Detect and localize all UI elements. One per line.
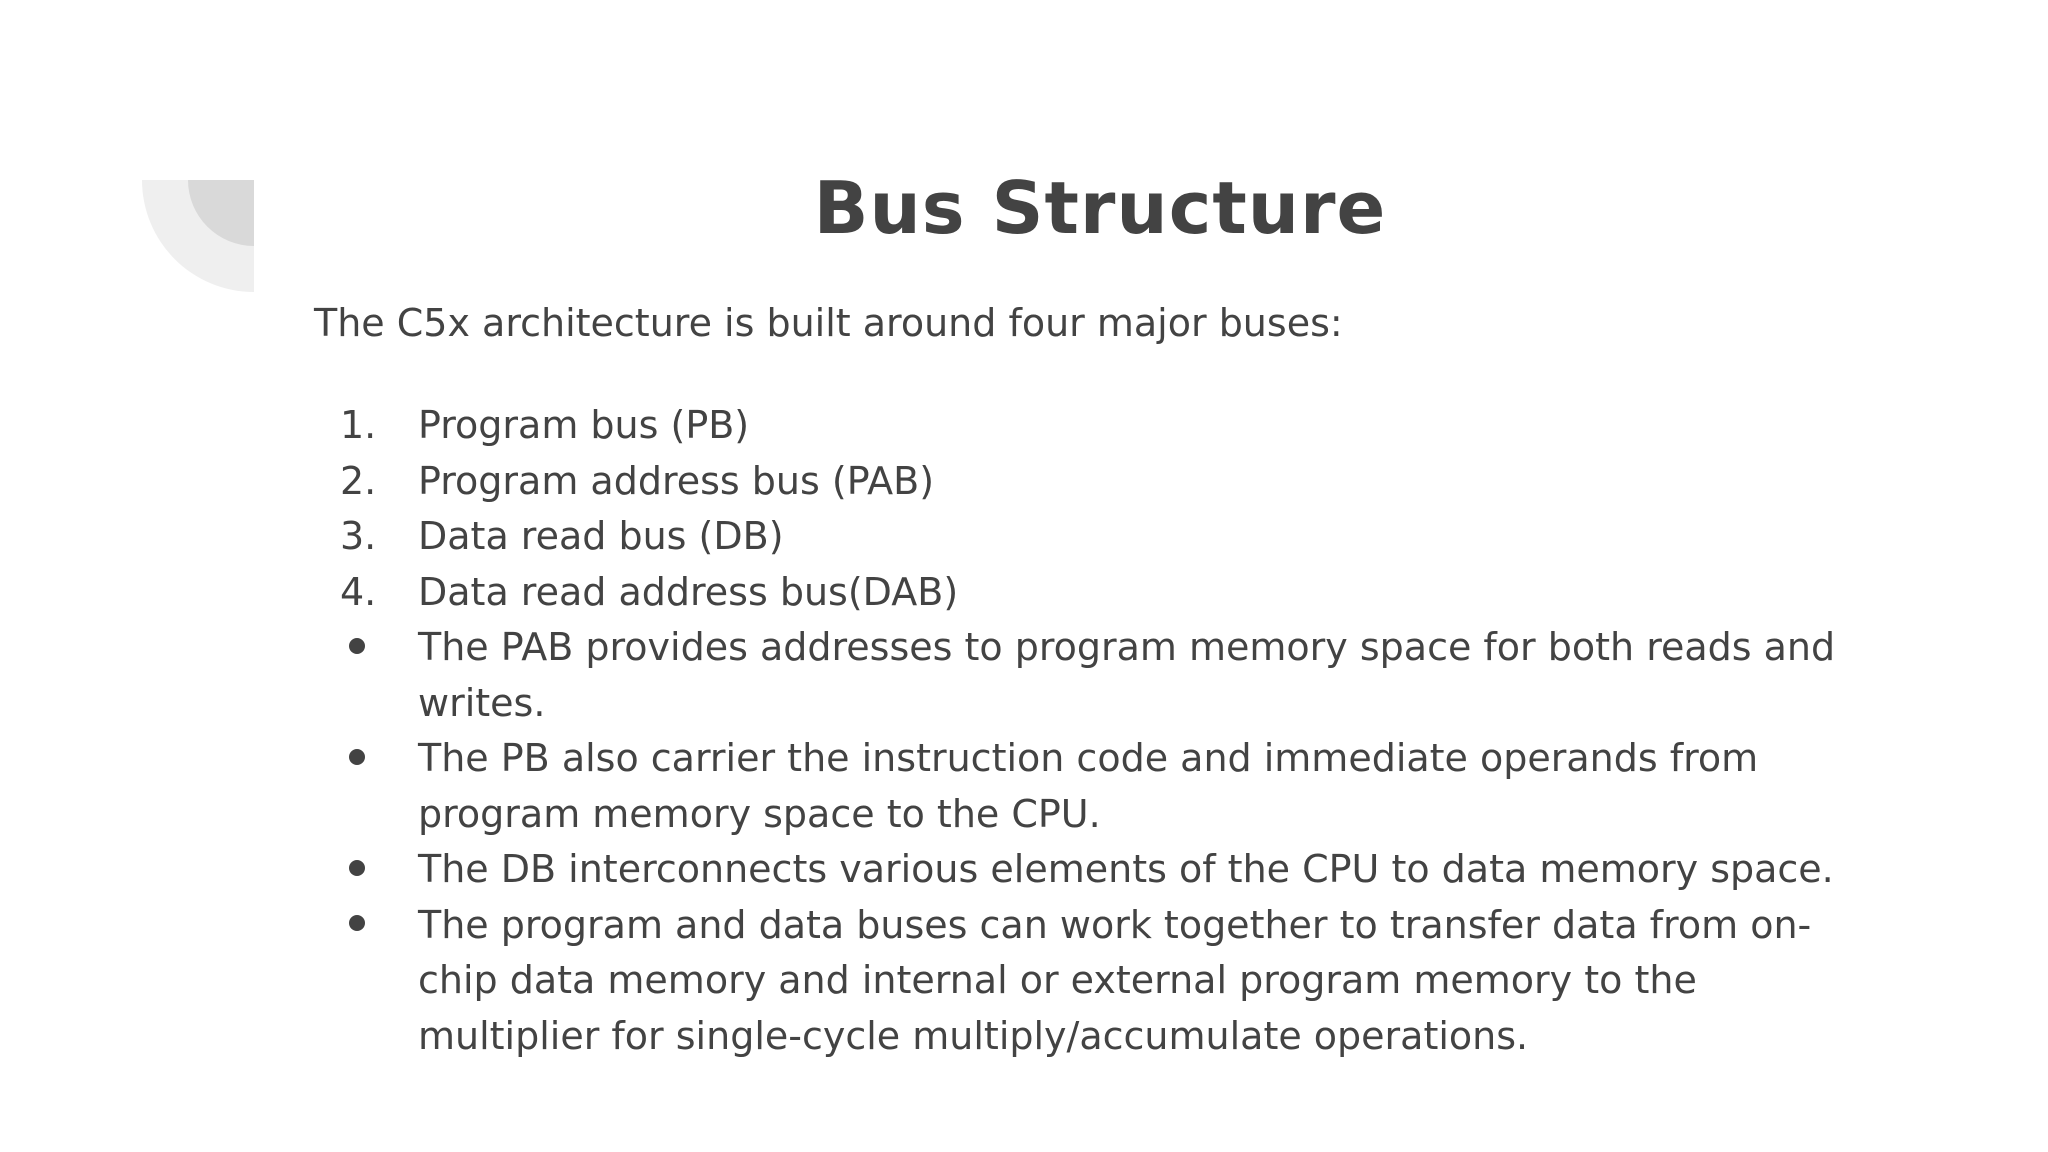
list-item-text: Program address bus (PAB) <box>418 458 935 503</box>
slide-title: Bus Structure <box>813 166 1387 250</box>
bullet-icon <box>349 915 365 931</box>
list-number: 3. <box>340 514 377 558</box>
list-item-text: The PAB provides addresses to program me… <box>418 625 1836 725</box>
numbered-item: 1. Program bus (PB) <box>340 398 1840 454</box>
list-number: 1. <box>340 403 377 447</box>
bullet-item: The DB interconnects various elements of… <box>340 842 1840 898</box>
list-item-text: Data read address bus(DAB) <box>418 569 959 614</box>
decoration-inner-arc <box>188 180 254 246</box>
numbered-item: 2. Program address bus (PAB) <box>340 454 1840 510</box>
list-item-text: The program and data buses can work toge… <box>418 902 1812 1058</box>
numbered-item: 4. Data read address bus(DAB) <box>340 565 1840 621</box>
bullet-icon <box>349 748 365 765</box>
numbered-item: 3. Data read bus (DB) <box>340 509 1840 565</box>
bullet-icon <box>349 859 365 876</box>
list-item-text: Data read bus (DB) <box>418 514 784 558</box>
bullet-item: The PB also carrier the instruction code… <box>340 731 1840 842</box>
list-item-text: The DB interconnects various elements of… <box>418 847 1834 891</box>
bullet-icon <box>349 637 365 654</box>
list-item-text: The PB also carrier the instruction code… <box>418 736 1759 836</box>
bullet-item: The program and data buses can work toge… <box>340 898 1840 1065</box>
list-number: 4. <box>340 569 377 614</box>
bullet-item: The PAB provides addresses to program me… <box>340 620 1840 731</box>
content-list: 1. Program bus (PB) 2. Program address b… <box>340 398 1840 1064</box>
corner-decoration <box>142 180 254 292</box>
list-number: 2. <box>340 458 377 503</box>
list-item-text: Program bus (PB) <box>418 403 750 447</box>
intro-text: The C5x architecture is built around fou… <box>314 301 1343 345</box>
